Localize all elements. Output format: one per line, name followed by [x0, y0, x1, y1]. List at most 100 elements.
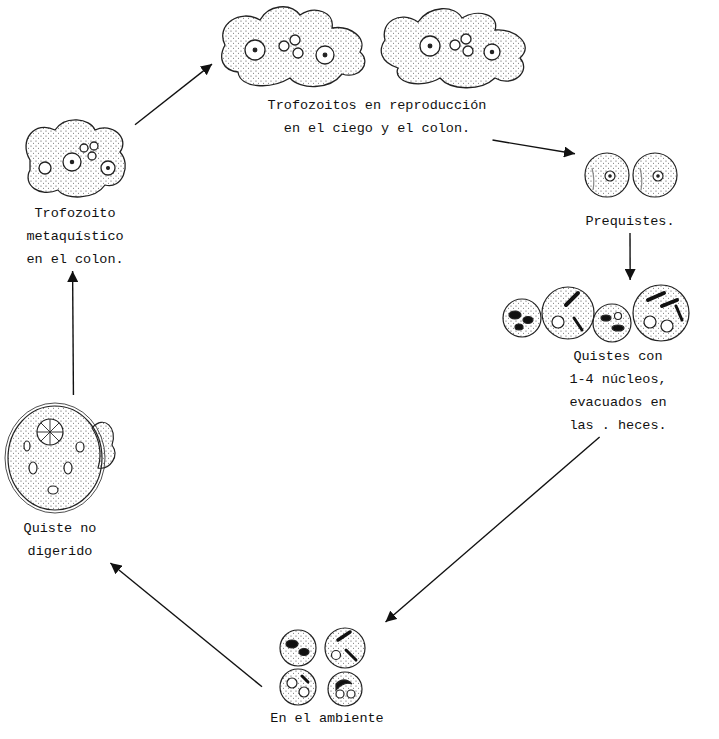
- cyst: [503, 299, 541, 337]
- chromatoid-body: [336, 680, 352, 690]
- cycle-arrow: [72, 271, 74, 395]
- inclusion: [48, 486, 58, 494]
- stage-node: Trofozoitos en reproducción en el ciego …: [212, 2, 542, 140]
- nucleus: [336, 690, 344, 698]
- cytoplasm-streak: [592, 168, 594, 190]
- amoeba-body: [381, 9, 525, 88]
- nucleus: [347, 690, 355, 698]
- cyst: [325, 628, 365, 668]
- stage-caption: Trofozoito metaquístico en el colon.: [26, 202, 123, 271]
- inclusion: [24, 441, 30, 451]
- inclusion: [76, 442, 84, 452]
- stage-node: Quiste no digerido: [4, 395, 116, 563]
- nucleus: [101, 161, 115, 175]
- karyosome: [253, 48, 257, 52]
- cycle-arrow: [110, 563, 262, 687]
- cyst: [633, 285, 689, 341]
- nucleus: [605, 171, 615, 181]
- precysts: [585, 153, 677, 197]
- nucleus: [63, 153, 81, 171]
- cyst: [542, 287, 594, 339]
- nucleus: [552, 316, 564, 328]
- stage-caption: Trofozoitos en reproducción en el ciego …: [264, 94, 491, 140]
- chromatoid-rod: [346, 650, 356, 660]
- stage-caption: Quiste no digerido: [15, 517, 104, 563]
- nucleus: [420, 36, 440, 56]
- chromatoid-rod: [302, 676, 308, 682]
- cycle-arrow: [493, 140, 576, 154]
- nucleus: [484, 44, 500, 60]
- karyosome: [490, 50, 493, 53]
- nucleus: [653, 171, 663, 181]
- vacuole: [450, 40, 460, 50]
- vacuole: [461, 34, 471, 44]
- stage-caption: Quistes con 1-4 núcleos, evacuados en la…: [567, 345, 668, 437]
- vacuole: [279, 41, 289, 51]
- stage-node: Prequistes.: [575, 145, 685, 233]
- vacuole: [80, 144, 88, 152]
- nucleus: [316, 46, 334, 64]
- stage-caption: En el ambiente: [266, 707, 388, 730]
- chromatoid-rod: [338, 632, 350, 640]
- nucleus: [644, 316, 656, 328]
- chromatoid-body: [612, 325, 624, 331]
- metacystic-trophozoite: [26, 120, 125, 197]
- cyst: [280, 669, 316, 705]
- nucleus: [332, 651, 341, 660]
- precyst: [633, 153, 677, 197]
- trophozoites-dividing: [222, 7, 526, 88]
- stage-caption: Prequistes.: [581, 210, 678, 233]
- nucleus: [615, 313, 622, 320]
- stage-node: Trofozoito metaquístico en el colon.: [15, 112, 135, 271]
- chromatoid-rod: [676, 306, 682, 320]
- nucleus: [661, 320, 673, 332]
- chromatoid-body: [299, 649, 309, 656]
- inclusion: [64, 462, 72, 474]
- chromatoid-body: [523, 317, 533, 324]
- chromatoid-body: [286, 640, 298, 648]
- cyst: [593, 304, 631, 342]
- cycle-arrow: [629, 233, 631, 280]
- nucleus: [245, 40, 265, 60]
- cyst: [328, 672, 362, 706]
- chromatoid-body: [509, 311, 521, 319]
- inclusion: [29, 462, 37, 474]
- vacuole: [90, 142, 98, 150]
- karyosome: [70, 160, 73, 163]
- chromatoid-rod: [566, 293, 578, 305]
- chromatoid-rod: [662, 300, 677, 306]
- precyst: [585, 153, 629, 197]
- nucleus: [299, 687, 309, 697]
- vacuole: [463, 46, 473, 56]
- karyosome: [657, 175, 659, 177]
- stage-node: En el ambiente: [262, 622, 392, 730]
- stage-node: Quistes con 1-4 núcleos, evacuados en la…: [495, 280, 713, 437]
- cyst: [280, 630, 316, 666]
- undigested-cyst: [5, 403, 115, 513]
- cycle-arrow: [135, 64, 212, 125]
- nucleus: [287, 678, 297, 688]
- nucleus-spokes: [37, 419, 63, 445]
- cycle-arrow: [386, 437, 600, 622]
- vacuole: [290, 35, 300, 45]
- cytoplasm-streak: [640, 168, 642, 190]
- chromatoid-rod: [574, 318, 582, 330]
- cyst-body: [8, 406, 102, 510]
- cysts-in-feces: [503, 285, 689, 342]
- vacuole: [88, 152, 96, 160]
- karyosome: [107, 167, 110, 170]
- chromatoid-body: [601, 315, 611, 321]
- nucleus: [39, 162, 51, 174]
- karyosome: [428, 44, 432, 48]
- chromatoid-body: [515, 324, 523, 330]
- cyst-wall: [5, 403, 105, 513]
- amoeba-body: [222, 7, 365, 87]
- emerging-pseudopod: [92, 422, 115, 468]
- karyosome: [323, 53, 327, 57]
- cysts-in-environment: [280, 628, 365, 706]
- vacuole: [293, 48, 303, 58]
- chromatoid-rod: [648, 293, 664, 300]
- amoeba-body: [26, 120, 125, 197]
- karyosome: [609, 175, 611, 177]
- nucleus: [37, 419, 63, 445]
